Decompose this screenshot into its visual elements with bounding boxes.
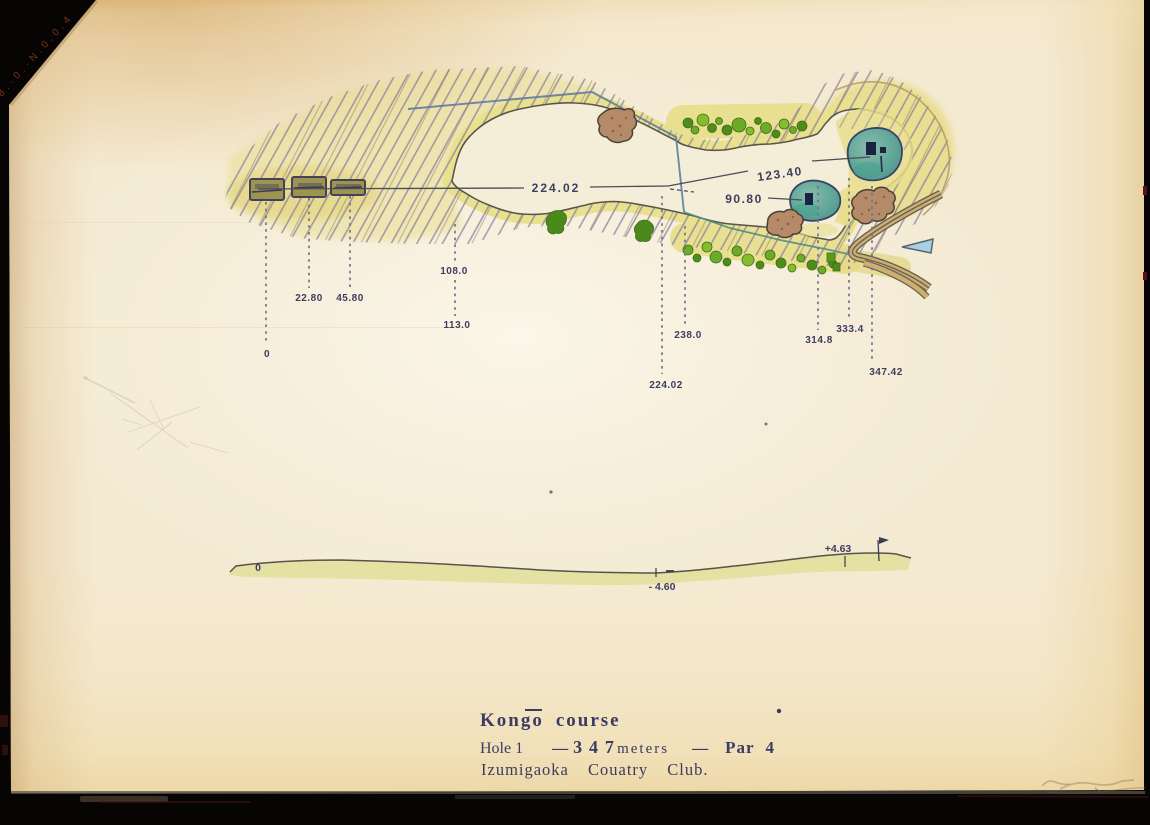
svg-text:347.42: 347.42 <box>869 367 903 378</box>
svg-text:314.8: 314.8 <box>805 335 833 346</box>
svg-text:333.4: 333.4 <box>836 324 864 335</box>
svg-text:123.40: 123.40 <box>756 164 803 184</box>
svg-text:0: 0 <box>255 562 261 574</box>
svg-text:22.80: 22.80 <box>295 293 323 304</box>
svg-text:45.80: 45.80 <box>336 293 364 304</box>
svg-text:90.80: 90.80 <box>725 192 763 206</box>
svg-text:224.02: 224.02 <box>649 380 683 391</box>
svg-text:113.0: 113.0 <box>444 320 471 331</box>
svg-text:0: 0 <box>264 349 270 360</box>
svg-text:+4.63: +4.63 <box>825 543 852 555</box>
svg-text:- 4.60: - 4.60 <box>649 581 676 593</box>
svg-text:108.0: 108.0 <box>440 266 468 277</box>
svg-text:238.0: 238.0 <box>674 330 702 341</box>
svg-text:224.02: 224.02 <box>532 181 581 195</box>
